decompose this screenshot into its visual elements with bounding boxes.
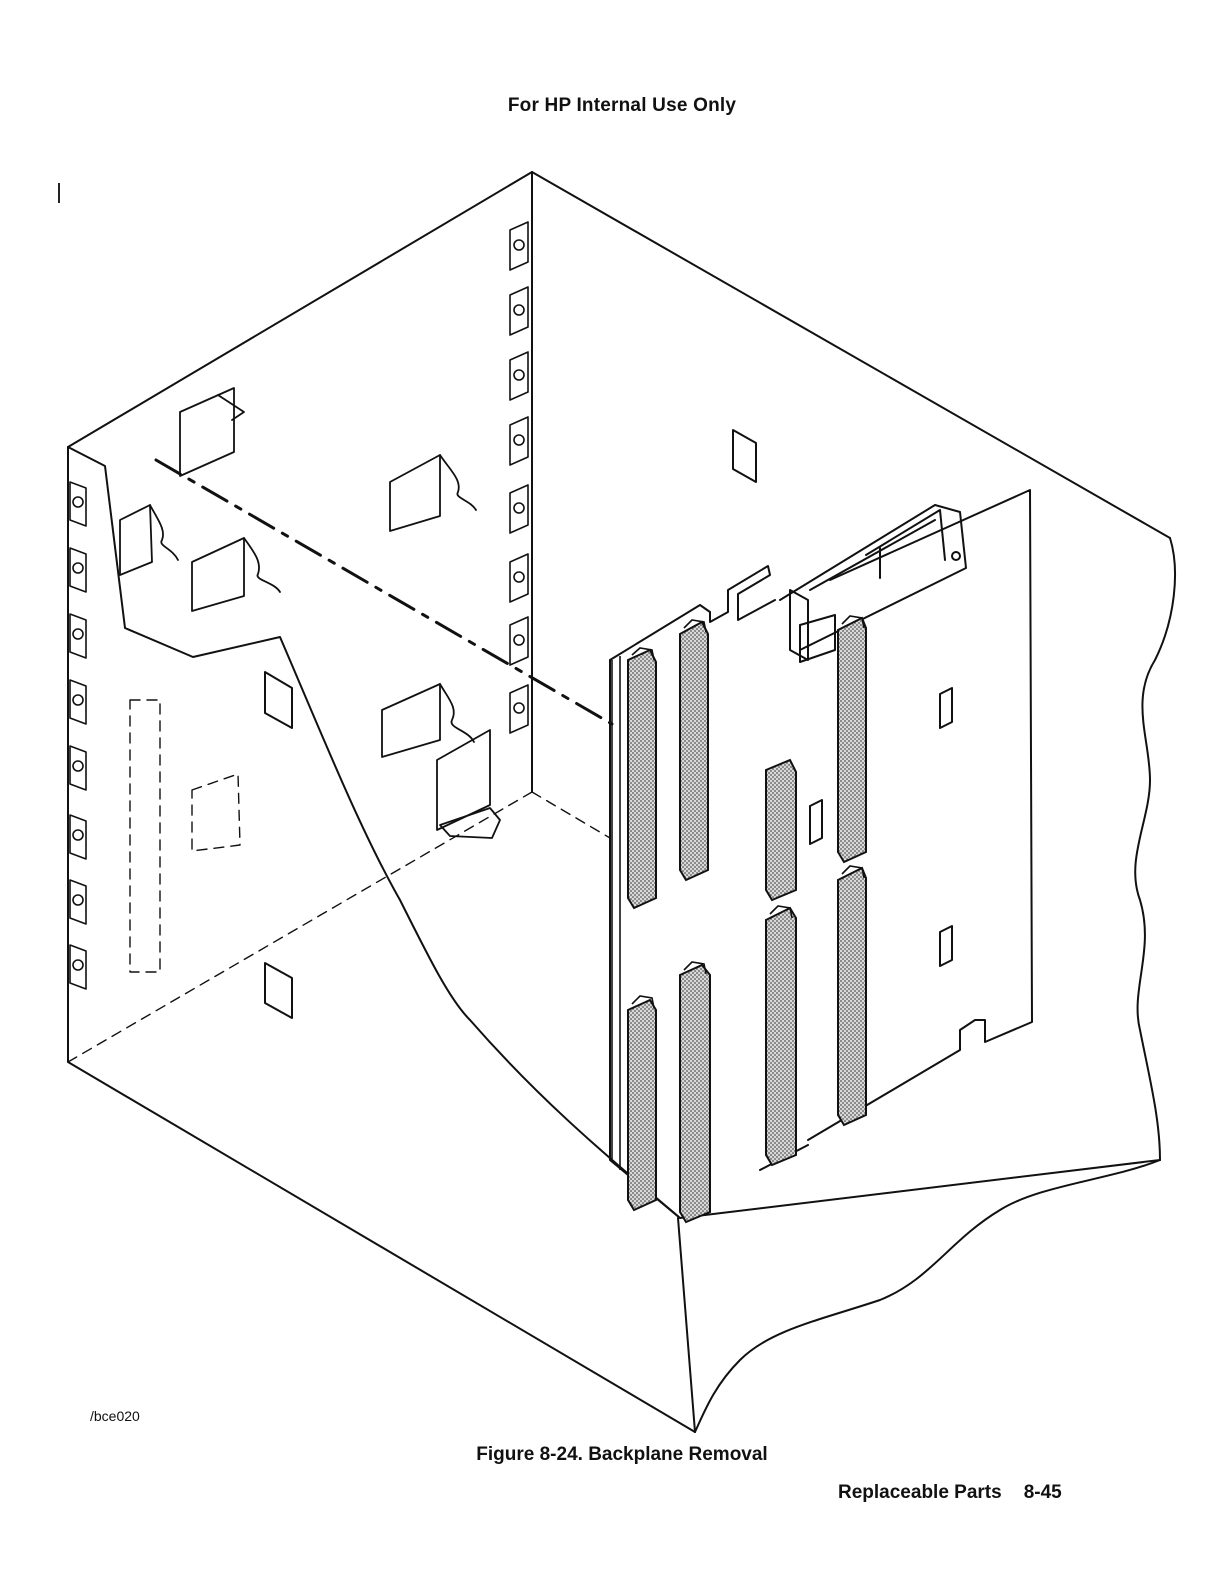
hidden-edges [68, 700, 610, 1062]
page-footer: Replaceable Parts 8-45 [838, 1482, 1062, 1504]
connector-2 [680, 622, 708, 880]
connector-3 [766, 760, 796, 900]
backplane-board [610, 490, 1032, 1218]
backplane-connectors [628, 618, 866, 1222]
connector-6 [766, 908, 796, 1165]
connector-5 [838, 868, 866, 1125]
insertion-guide-line [156, 460, 612, 724]
card-cage-outline [68, 172, 1175, 1432]
figure-id-label: /bce020 [90, 1408, 140, 1424]
side-panel-mounting-tabs [70, 482, 86, 989]
figure-caption: Figure 8-24. Backplane Removal [0, 1444, 1224, 1466]
back-panel-mounting-tabs [510, 222, 528, 733]
connector-8 [680, 965, 710, 1222]
connector-1 [628, 650, 656, 908]
connector-4 [838, 618, 866, 862]
page-number: 8-45 [1024, 1482, 1062, 1503]
footer-section: Replaceable Parts [838, 1482, 1002, 1503]
connector-7 [628, 1000, 656, 1210]
card-guide-brackets [120, 388, 500, 838]
